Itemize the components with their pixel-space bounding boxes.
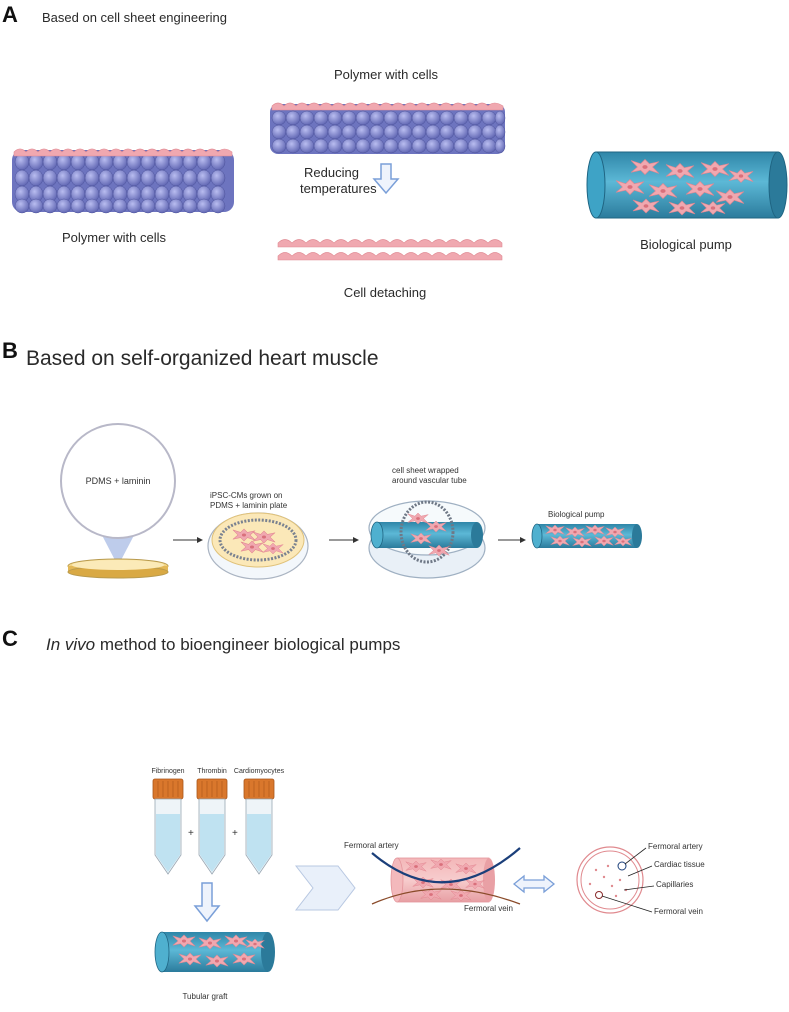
tubular-graft-label: Tubular graft — [182, 992, 228, 1001]
cross-capillaries-label: Capillaries — [656, 880, 694, 889]
cross-artery-label: Fermoral artery — [648, 842, 703, 851]
panel-b-title: Based on self-organized heart muscle — [26, 347, 379, 370]
chevron-right-icon — [294, 865, 356, 911]
wrapped-dish-label-line1: cell sheet wrapped — [392, 466, 459, 475]
conical-tube-thrombin — [196, 778, 228, 875]
panel-a-title: Based on cell sheet engineering — [42, 10, 228, 25]
cell-detaching-label: Cell detaching — [343, 285, 427, 300]
polymer-block-middle — [270, 102, 506, 154]
tubular-graft — [154, 931, 275, 973]
conical-tube-cardiomyocytes — [243, 778, 275, 875]
down-arrow-icon — [372, 163, 400, 195]
conical-tube-fibrinogen — [152, 778, 184, 875]
polymer-with-cells-left-label: Polymer with cells — [61, 230, 167, 245]
panel-c-title: In vivo method to bioengineer biological… — [46, 635, 400, 655]
cross-tissue-label: Cardiac tissue — [654, 860, 705, 869]
ipsc-dish-label-line1: iPSC-CMs grown on — [210, 491, 283, 500]
thrombin-label: Thrombin — [197, 768, 227, 775]
ipsc-dish-label-line2: PDMS + laminin plate — [210, 501, 288, 510]
pdms-laminin-magnifier — [60, 423, 176, 566]
process-arrow-3 — [498, 537, 526, 543]
polymer-with-cells-middle-label: Polymer with cells — [333, 67, 439, 82]
wrapped-tube-dish — [368, 500, 486, 579]
down-arrow-icon-c — [193, 882, 221, 923]
biological-pump-a-label: Biological pump — [640, 237, 732, 252]
biological-pump-b-label: Biological pump — [548, 510, 605, 519]
panel-letter-b: B — [2, 338, 18, 363]
detached-cell-sheet — [277, 239, 503, 261]
temperatures-label: temperatures — [300, 181, 377, 196]
biological-pump-cylinder-a — [586, 151, 788, 219]
cross-vein-label: Fermoral vein — [654, 907, 703, 916]
process-arrow-2 — [329, 537, 359, 543]
panel-c-title-rest: method to bioengineer biological pumps — [95, 635, 401, 654]
double-arrow-icon — [512, 874, 556, 894]
reducing-label: Reducing — [304, 165, 359, 180]
pdms-laminin-label: PDMS + laminin — [85, 476, 151, 486]
cross-section-circle — [576, 846, 655, 914]
fibrinogen-label: Fibrinogen — [151, 768, 185, 775]
wrapped-dish-label-line2: around vascular tube — [392, 476, 467, 485]
panel-letter-a: A — [2, 2, 18, 27]
ipsc-cm-dish — [207, 512, 309, 580]
biological-pump-cylinder-b — [531, 523, 642, 549]
fermoral-vein-label: Fermoral vein — [464, 904, 513, 913]
polymer-block-left — [12, 148, 234, 214]
process-arrow-1 — [173, 537, 203, 543]
fermoral-artery-label: Fermoral artery — [344, 841, 399, 850]
plus-sign-2: + — [232, 828, 238, 839]
panel-letter-c: C — [2, 626, 18, 651]
panel-c-title-italic: In vivo — [46, 635, 96, 654]
cardiomyocytes-label: Cardiomyocytes — [233, 768, 285, 775]
petri-dish-plate — [67, 558, 169, 579]
graft-with-vessels — [371, 847, 521, 905]
plus-sign-1: + — [188, 828, 194, 839]
